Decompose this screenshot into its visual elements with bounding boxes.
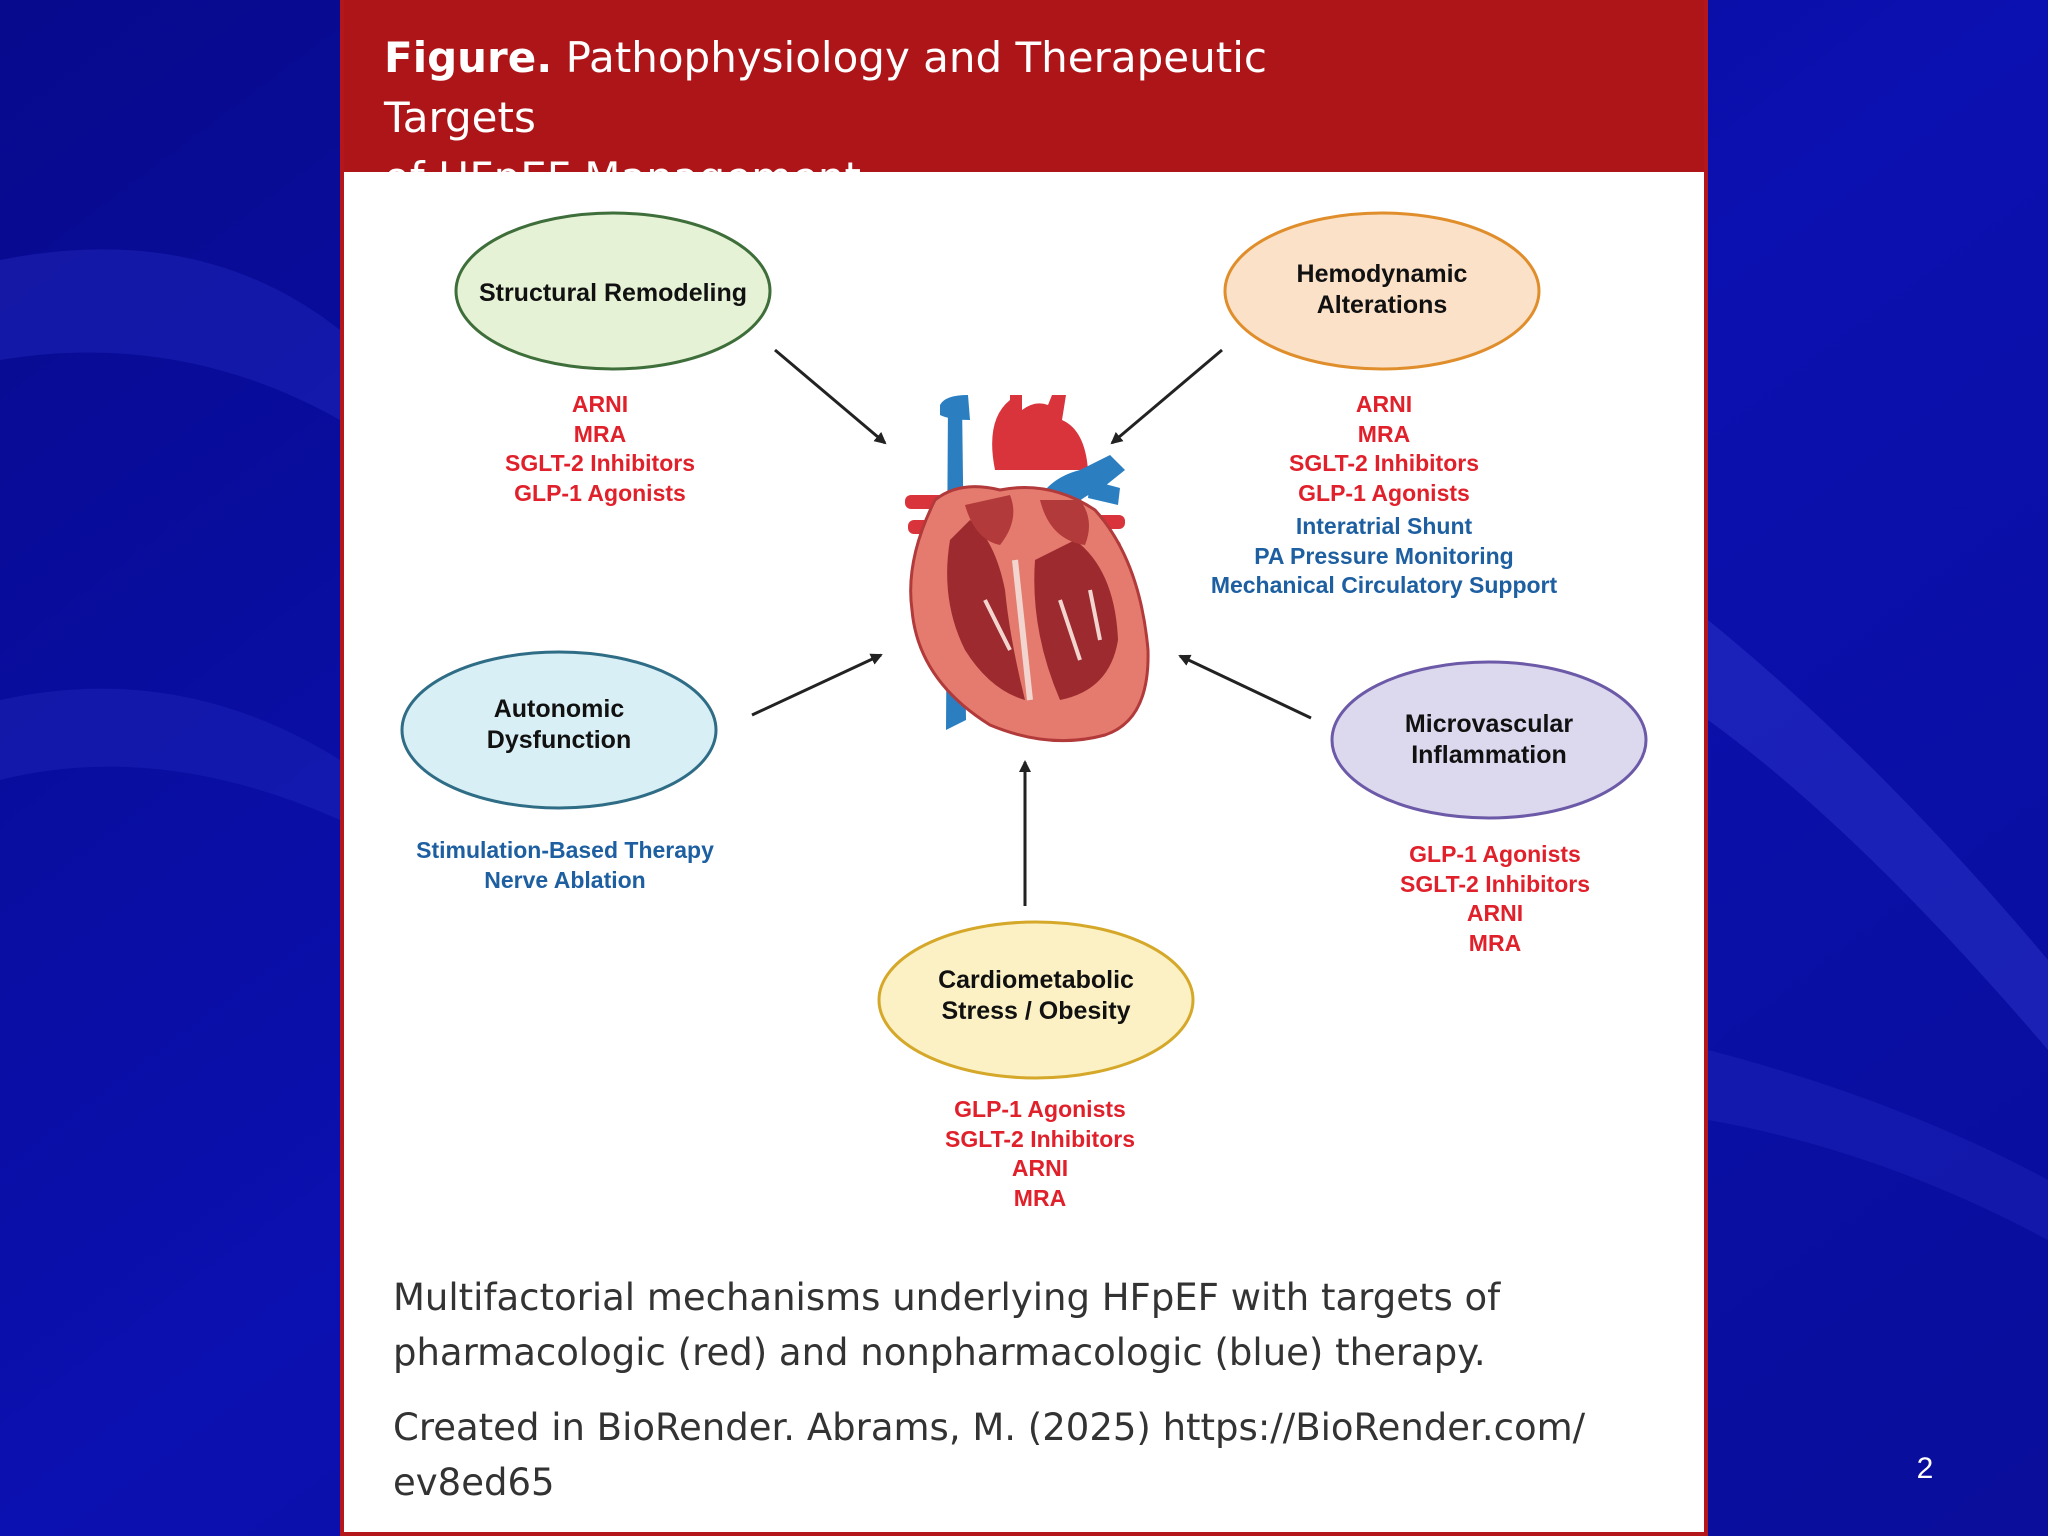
therapies-autonomic: Stimulation-Based Therapy Nerve Ablation — [390, 836, 740, 895]
label-autonomic-line2: Dysfunction — [486, 726, 632, 754]
therapy-item: SGLT-2 Inhibitors — [1289, 450, 1479, 476]
label-structural-remodeling: Structural Remodeling — [456, 278, 770, 309]
therapy-item: MRA — [1357, 420, 1411, 447]
label-autonomic-dysfunction: Autonomic Dysfunction — [402, 694, 716, 756]
arrow-microvascular-to-heart — [1178, 654, 1312, 720]
therapies-hemodynamic: ARNI MRA SGLT-2 Inhibitors GLP-1 Agonist… — [1184, 390, 1584, 601]
label-cardiometabolic-line2: Stress / Obesity — [941, 997, 1131, 1025]
therapy-item: MRA — [573, 420, 627, 447]
label-structural-line1: Structural Remodeling — [478, 279, 748, 307]
label-microvascular-inflammation: Microvascular Inflammation — [1332, 709, 1646, 771]
cardiometabolic-stress-ellipse — [877, 920, 1195, 1080]
label-cardiometabolic-line1: Cardiometabolic — [938, 966, 1134, 994]
figure-title-line2: of HFpEF Management — [384, 153, 861, 202]
therapy-item: SGLT-2 Inhibitors — [505, 450, 695, 476]
figure-caption: Multifactorial mechanisms underlying HFp… — [393, 1270, 1593, 1380]
therapy-item: SGLT-2 Inhibitors — [945, 1125, 1135, 1152]
therapy-item: GLP-1 Agonists — [954, 1096, 1126, 1122]
therapy-item: ARNI — [1011, 1155, 1069, 1181]
therapy-item: ARNI — [1355, 391, 1413, 417]
hemodynamic-alterations-ellipse — [1223, 211, 1541, 371]
therapy-item: GLP-1 Agonists — [514, 479, 686, 506]
therapy-item: ARNI — [571, 391, 629, 417]
arrow-autonomic-to-heart — [751, 653, 883, 717]
figure-title-bold: Figure. — [384, 33, 553, 82]
credit-line1: Created in BioRender. Abrams, M. (2025) … — [393, 1406, 1586, 1449]
therapy-item: MRA — [1468, 929, 1522, 956]
label-autonomic-line1: Autonomic — [493, 695, 625, 723]
label-hemodynamic-alterations: Hemodynamic Alterations — [1225, 259, 1539, 321]
arrow-structural-to-heart — [774, 348, 887, 445]
caption-line2: pharmacologic (red) and nonpharmacologic… — [393, 1331, 1486, 1374]
figure-credit: Created in BioRender. Abrams, M. (2025) … — [393, 1400, 1593, 1510]
figure-header: Figure. Pathophysiology and Therapeutic … — [344, 0, 1704, 202]
therapies-structural: ARNI MRA SGLT-2 Inhibitors GLP-1 Agonist… — [440, 390, 760, 508]
label-cardiometabolic-stress: Cardiometabolic Stress / Obesity — [879, 965, 1193, 1027]
microvascular-inflammation-ellipse — [1330, 660, 1648, 820]
therapy-item: MRA — [1013, 1184, 1067, 1211]
label-hemodynamic-line1: Hemodynamic — [1296, 260, 1468, 288]
therapy-item: Interatrial Shunt — [1295, 513, 1473, 539]
therapy-item: Nerve Ablation — [484, 866, 646, 893]
therapies-microvascular: GLP-1 Agonists SGLT-2 Inhibitors ARNI MR… — [1335, 840, 1655, 958]
structural-remodeling-ellipse — [454, 211, 772, 371]
label-microvascular-line1: Microvascular — [1404, 710, 1574, 738]
therapy-item: GLP-1 Agonists — [1298, 479, 1470, 506]
slide-number: 2 — [1916, 1452, 1934, 1485]
arrow-hemodynamic-to-heart — [1110, 348, 1223, 445]
therapy-item: ARNI — [1466, 900, 1524, 926]
label-hemodynamic-line2: Alterations — [1316, 291, 1448, 319]
caption-line1: Multifactorial mechanisms underlying HFp… — [393, 1276, 1501, 1319]
figure-title-line1: Pathophysiology and Therapeutic Targets — [384, 33, 1267, 142]
therapies-cardiometabolic: GLP-1 Agonists SGLT-2 Inhibitors ARNI MR… — [880, 1095, 1200, 1213]
heart-illustration — [905, 395, 1150, 743]
autonomic-dysfunction-ellipse — [400, 650, 718, 810]
figure-title: Figure. Pathophysiology and Therapeutic … — [384, 28, 1384, 208]
therapy-item: Stimulation-Based Therapy — [416, 837, 714, 863]
therapy-item: GLP-1 Agonists — [1409, 841, 1581, 867]
credit-line2: ev8ed65 — [393, 1461, 555, 1504]
therapy-item: SGLT-2 Inhibitors — [1400, 870, 1590, 897]
therapy-item: PA Pressure Monitoring — [1254, 542, 1514, 569]
label-microvascular-line2: Inflammation — [1411, 741, 1567, 769]
therapy-item: Mechanical Circulatory Support — [1210, 572, 1558, 598]
